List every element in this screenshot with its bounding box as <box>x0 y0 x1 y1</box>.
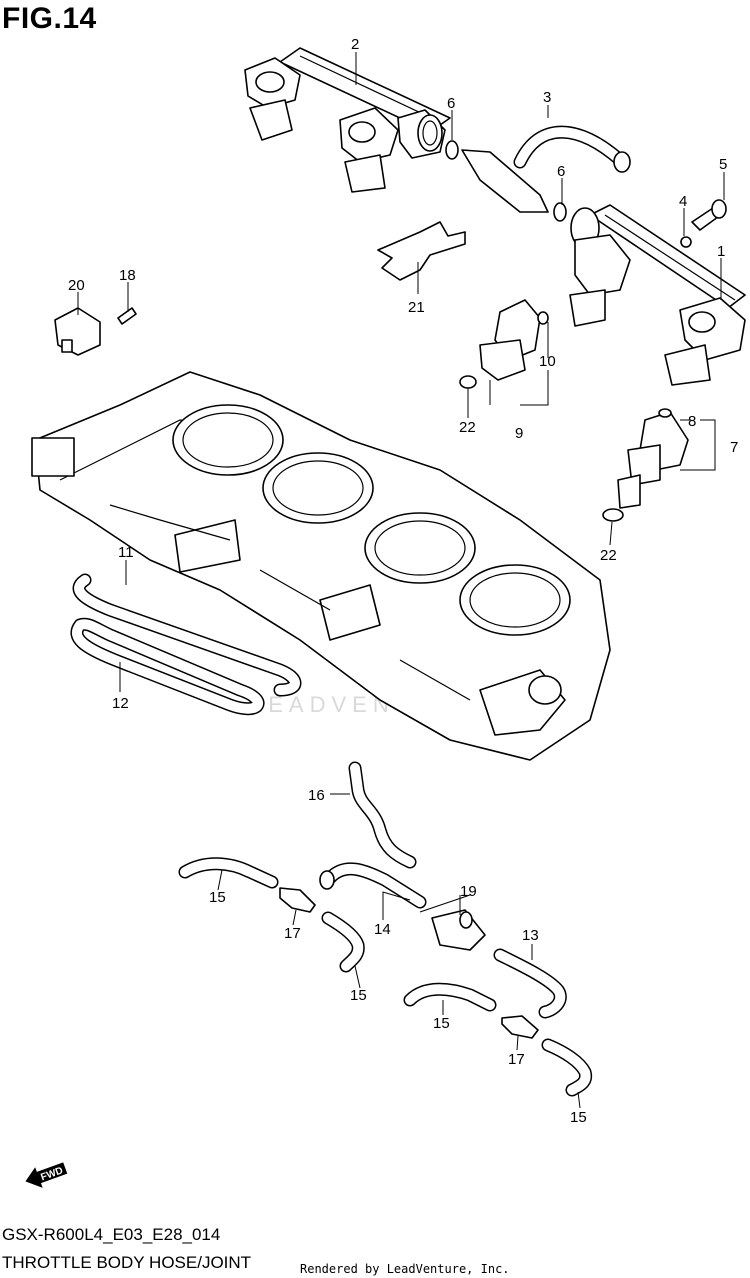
fuel-rail-upper <box>244 47 451 193</box>
hose-15-mid <box>321 911 365 973</box>
injector-seal-upper <box>537 311 549 325</box>
diagram-code: GSX-R600L4_E03_E28_014 <box>2 1225 221 1244</box>
callout-14: 14 <box>374 921 391 938</box>
callout-4: 4 <box>679 193 687 210</box>
callout-12: 12 <box>112 695 129 712</box>
fuel-rail-lower <box>569 204 746 386</box>
callout-19: 19 <box>460 883 477 900</box>
render-credit: Rendered by LeadVenture, Inc. <box>300 1262 510 1276</box>
leader-lines <box>77 52 725 1109</box>
callout-11: 11 <box>118 544 134 561</box>
hose-15-upper-left <box>178 857 279 889</box>
throttle-body-assembly <box>31 371 611 761</box>
hose-13 <box>493 948 567 1019</box>
rail-clamp <box>377 221 466 281</box>
figure-title: FIG.14 <box>2 2 97 35</box>
callout-15-d: 15 <box>570 1109 587 1126</box>
diagram-caption: THROTTLE BODY HOSE/JOINT <box>2 1253 252 1272</box>
joint-19 <box>431 909 486 951</box>
vacuum-hose-long <box>72 573 302 697</box>
callout-6-lower: 6 <box>557 163 565 180</box>
fuel-feed-pipe <box>461 125 631 213</box>
fwd-label: FWD <box>39 1165 64 1183</box>
injector-lower <box>617 408 689 509</box>
callout-15-b: 15 <box>350 987 367 1004</box>
bolt <box>691 199 727 231</box>
hose-16 <box>348 761 417 869</box>
callout-6-upper: 6 <box>447 95 455 112</box>
injector-upper <box>459 299 541 389</box>
callout-2: 2 <box>351 36 359 53</box>
hose-15-lower-mid <box>403 982 497 1012</box>
joint-17-upper <box>279 887 316 913</box>
callout-5: 5 <box>719 156 727 173</box>
callout-7: 7 <box>730 439 738 456</box>
hose-15-lower <box>541 1038 593 1097</box>
fwd-arrow: FWD <box>25 1162 68 1188</box>
sensor <box>54 307 101 356</box>
callout-9: 9 <box>515 425 523 442</box>
o-ring-lower <box>553 202 567 222</box>
joint-17-lower <box>501 1015 539 1039</box>
callout-18: 18 <box>119 267 136 284</box>
injector-seal-lower <box>602 508 624 522</box>
callout-17-b: 17 <box>508 1051 525 1068</box>
callout-15-a: 15 <box>209 889 226 906</box>
callout-13: 13 <box>522 927 539 944</box>
callout-labels: 2 3 6 6 5 4 1 21 18 20 10 9 22 8 7 22 11… <box>68 36 738 1126</box>
callout-17-a: 17 <box>284 925 301 942</box>
callout-15-c: 15 <box>433 1015 450 1032</box>
callout-8: 8 <box>688 413 696 430</box>
callout-21: 21 <box>408 299 425 316</box>
callout-1: 1 <box>717 243 725 260</box>
o-ring-upper <box>445 140 459 160</box>
callout-3: 3 <box>543 89 551 106</box>
callout-22-lower: 22 <box>600 547 617 564</box>
callout-22-upper: 22 <box>459 419 476 436</box>
screw <box>117 307 137 325</box>
vacuum-hose-loop <box>70 617 265 716</box>
hose-14 <box>319 862 427 909</box>
callout-20: 20 <box>68 277 85 294</box>
washer <box>680 236 692 248</box>
callout-10: 10 <box>539 353 556 370</box>
callout-16: 16 <box>308 787 325 804</box>
